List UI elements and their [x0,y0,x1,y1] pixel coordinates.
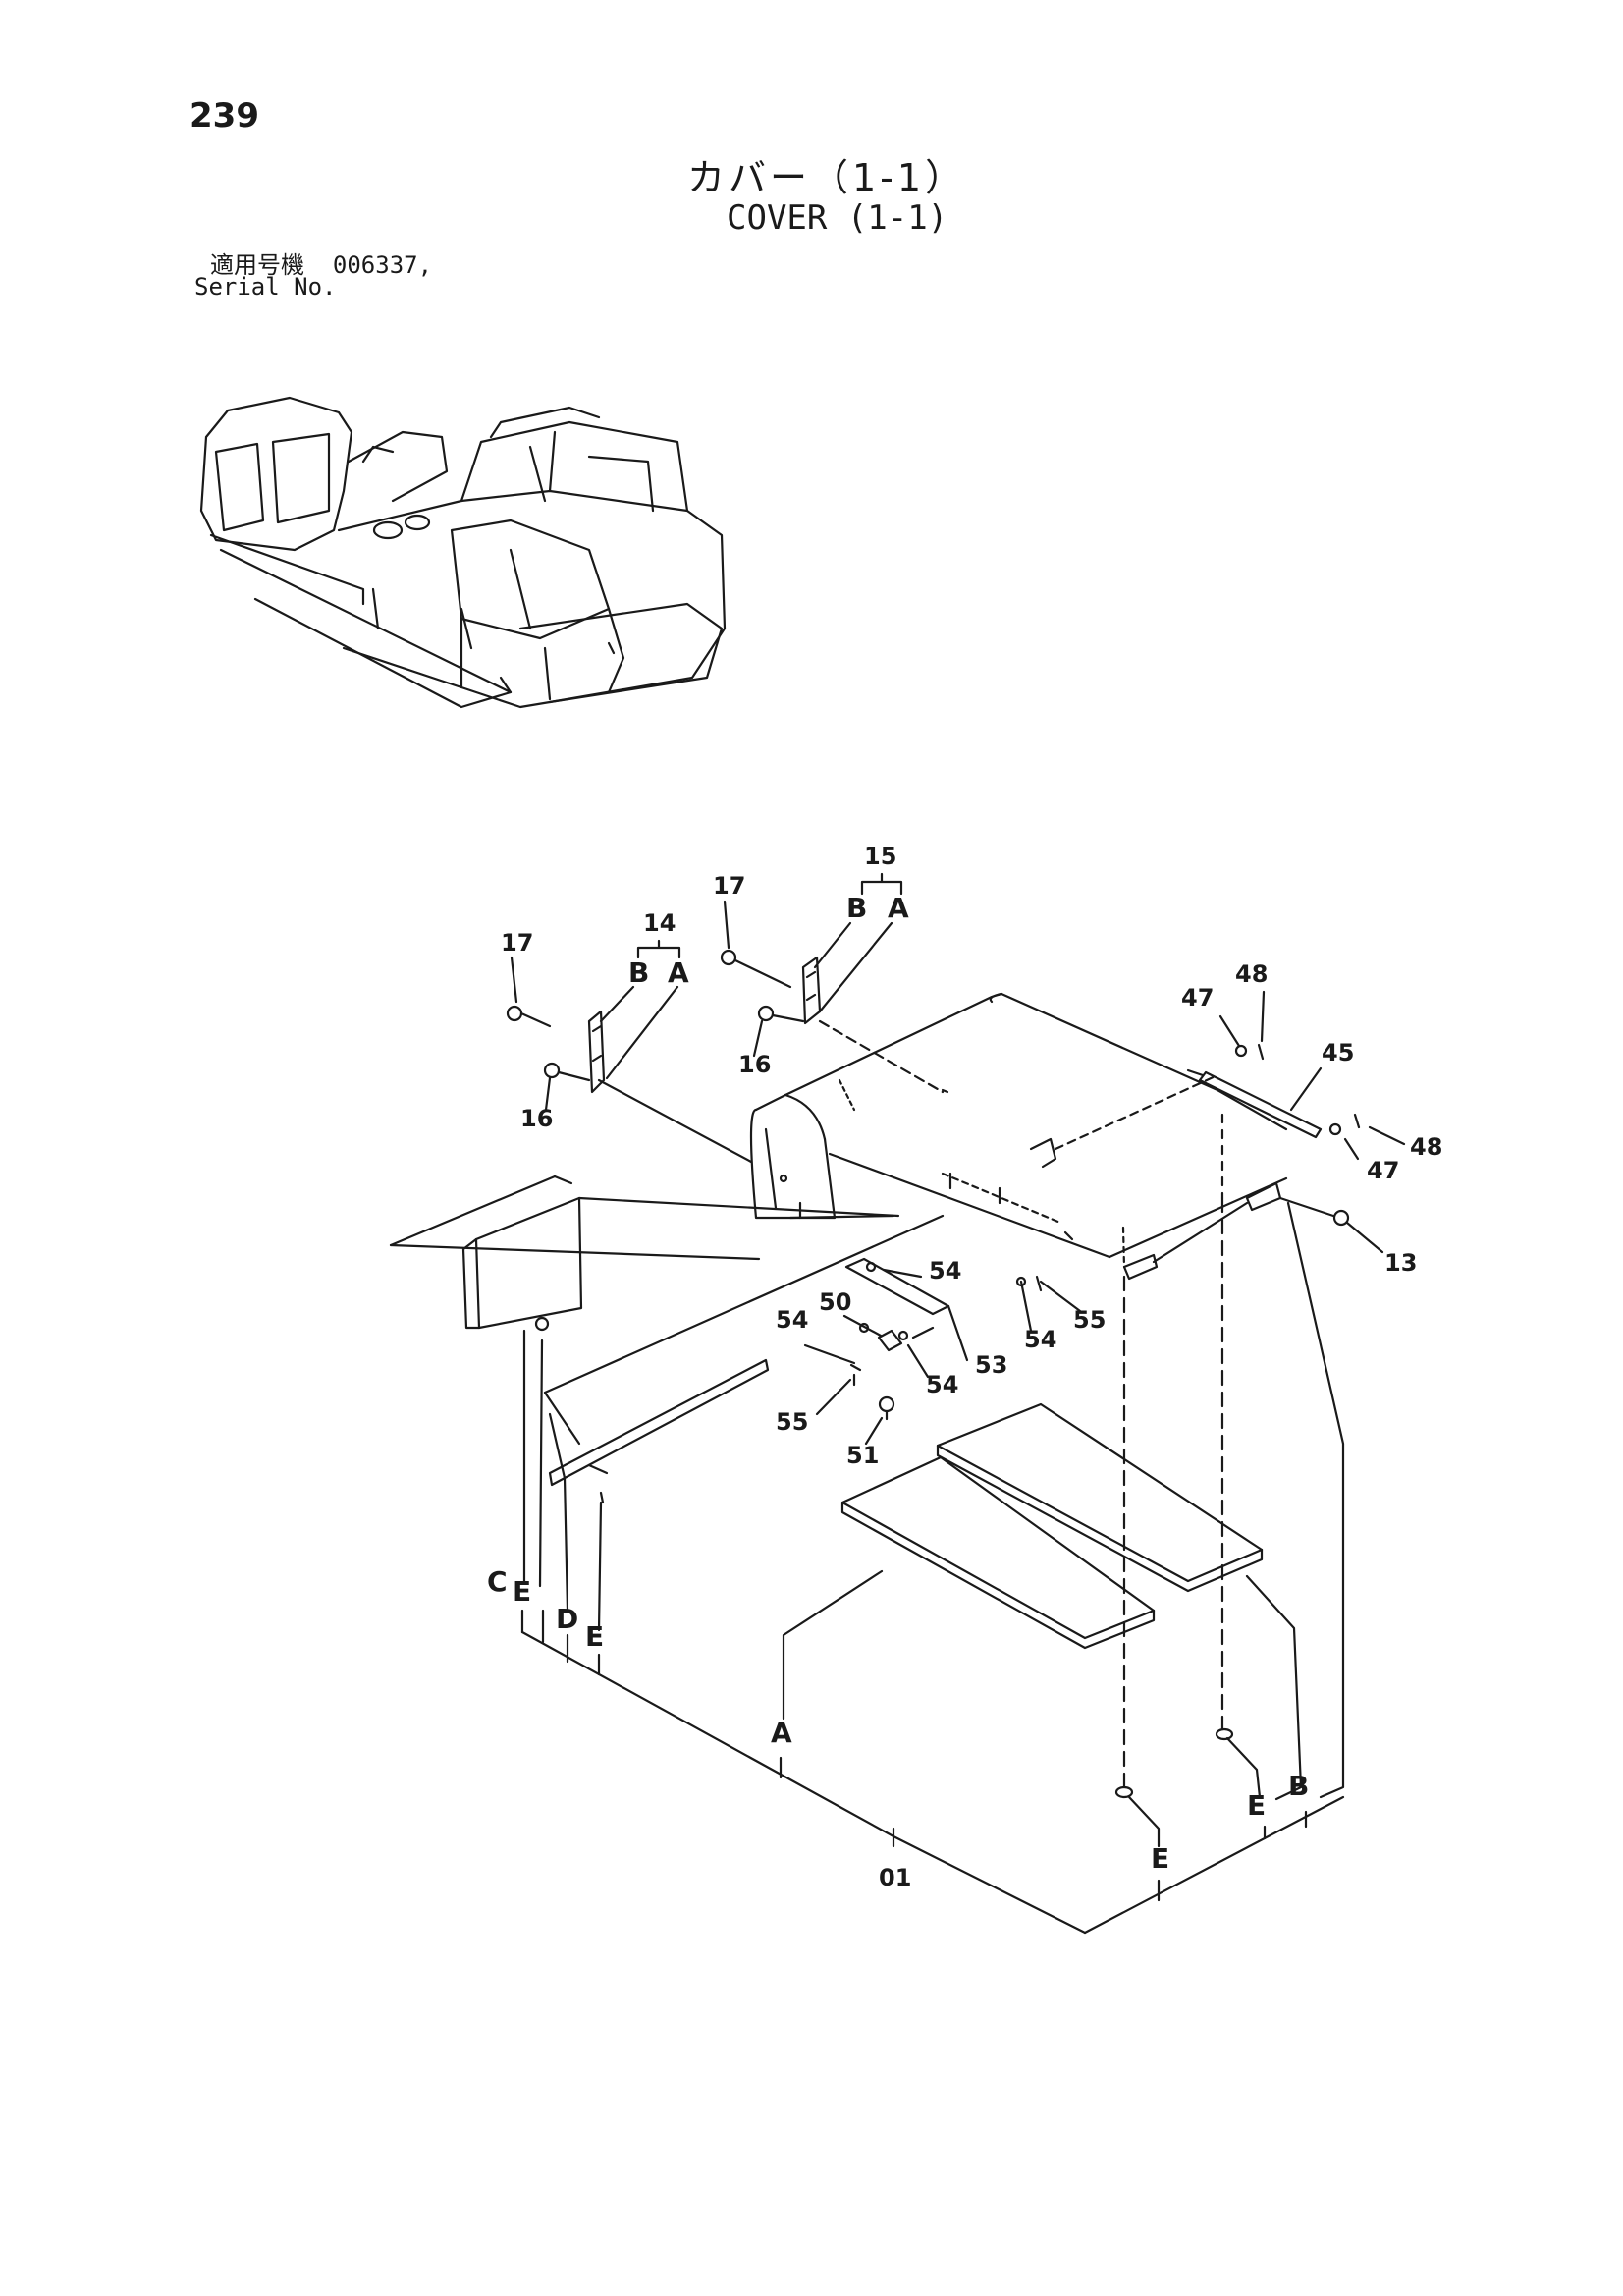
callout-A-bottom: A [771,1717,792,1749]
callout-13: 13 [1384,1249,1417,1277]
callout-54-b: 54 [776,1306,808,1334]
excavator-locator-icon [199,396,727,709]
callout-54-c: 54 [926,1371,958,1398]
callout-C: C [487,1565,508,1598]
callout-B-bottom: B [1288,1770,1309,1802]
bolt-17-left [506,1005,552,1028]
callout-17-right: 17 [713,872,745,900]
callout-55-left: 55 [776,1408,808,1436]
callout-45: 45 [1322,1039,1354,1066]
callout-14-A: A [668,957,689,989]
callout-54-d: 54 [1024,1326,1056,1353]
page-number: 239 [189,96,259,136]
callout-48-top: 48 [1235,960,1268,988]
callout-54-a: 54 [929,1257,961,1285]
callout-48-bottom: 48 [1410,1133,1442,1161]
callout-14-B: B [628,957,649,989]
callout-D: D [556,1603,578,1635]
callout-15-A: A [888,892,909,924]
callout-15: 15 [864,843,896,870]
bolt-17-right [720,949,792,989]
cover-assembly [389,872,1406,1935]
bolt-16-left [543,1062,591,1082]
serial-label-ja-text: 適用号機 [210,251,304,279]
callout-17-left: 17 [501,929,533,957]
callout-47-top: 47 [1181,984,1214,1011]
serial-label-ja: 適用号機 006337, [210,246,432,280]
callout-51: 51 [846,1442,879,1469]
callout-E-left2: E [585,1620,604,1653]
callout-14: 14 [643,909,676,937]
callout-01: 01 [879,1864,911,1891]
bolt-16-right [757,1005,805,1023]
page-title-en: COVER (1-1) [727,198,948,238]
callout-16-left: 16 [520,1105,553,1132]
callout-E-left1: E [513,1575,531,1608]
callout-E-right: E [1247,1789,1266,1822]
callout-E-mid: E [1151,1842,1169,1875]
page-title-ja: カバー（1-1） [687,156,967,199]
serial-label-en: Serial No. [194,273,337,301]
callout-47-bottom: 47 [1367,1157,1399,1184]
callout-50: 50 [819,1288,851,1316]
callout-15-B: B [846,892,867,924]
serial-value: 006337, [332,251,433,279]
callout-53: 53 [975,1351,1007,1379]
